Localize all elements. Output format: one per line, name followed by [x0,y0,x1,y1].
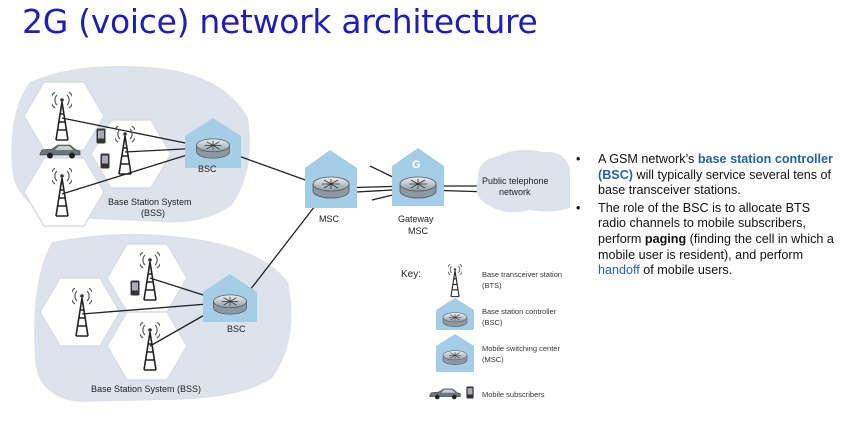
gateway-router-icon [399,176,437,199]
bss-bottom-label: Base Station System (BSS) [91,384,201,394]
phone-icon [100,153,110,169]
bsc-top: BSC [185,118,241,174]
car-icon [429,388,461,400]
bullet-text: The role of the BSC is to allocate BTS r… [598,200,811,246]
gateway-label-1: Gateway [398,214,434,224]
bullet-list: • A GSM network’s base station controlle… [572,152,834,281]
bts-tower-icon [448,264,462,298]
bsc-router-icon [196,138,230,159]
pstn-label-1: Public telephone [482,176,549,186]
slide-title: 2G (voice) network architecture [22,2,538,41]
msc-icon [442,350,468,365]
msc: MSC [305,150,357,224]
bullet-text: of mobile users. [639,263,733,278]
gateway-letter: G [412,159,421,171]
key-bts-line2: (BTS) [482,281,502,290]
gateway-label-2: MSC [408,226,429,236]
bsc-bottom: BSC [203,274,257,334]
bullet-text: will typically service several tens of b… [598,167,832,198]
highlight-handoff-term: handoff [598,263,640,278]
bsc-router-icon [213,294,247,315]
bullet-bsc-overview: • A GSM network’s base station controlle… [572,152,834,199]
key-msc-line1: Mobile switching center [482,344,560,353]
key-title: Key: [401,269,421,280]
bullet-bsc-role: • The role of the BSC is to allocate BTS… [572,201,834,279]
key-msc-line2: (MSC) [482,355,504,364]
key-subscribers-label: Mobile subscribers [482,390,545,399]
msc-label: MSC [319,214,340,224]
gateway-msc: G Gateway MSC [392,148,444,236]
bold-paging-term: paging [644,231,687,246]
bullet-text: A GSM network’s [598,152,698,166]
phone-icon [96,128,106,144]
phone-icon [466,386,474,399]
key-bsc-line2: (BSC) [482,318,503,327]
network-diagram: BSC BSC MSC G Gateway MSC Public telepho… [11,65,570,402]
highlight-bsc-term: base station controller (BSC) [598,152,833,182]
bullet-dot: • [576,152,581,166]
bullet-dot: • [576,200,581,215]
pstn-label-2: network [499,187,531,197]
key-bsc-line1: Base station controller [482,307,557,316]
bullet-text: (finding the cell in which a mobile user… [598,231,834,262]
bsc-icon [442,312,468,327]
msc-router-icon [312,176,350,199]
key-bts-line1: Base transceiver station [482,270,562,279]
phone-icon [130,280,140,296]
key: Key: Base transceiver station (BTS) Base… [401,264,562,400]
bss-top-label-2: (BSS) [141,208,165,218]
pstn-cloud: Public telephone network [476,149,570,213]
bss-top-label-1: Base Station System [108,197,192,207]
bsc-bottom-label: BSC [227,324,246,334]
bsc-top-label: BSC [198,164,217,174]
